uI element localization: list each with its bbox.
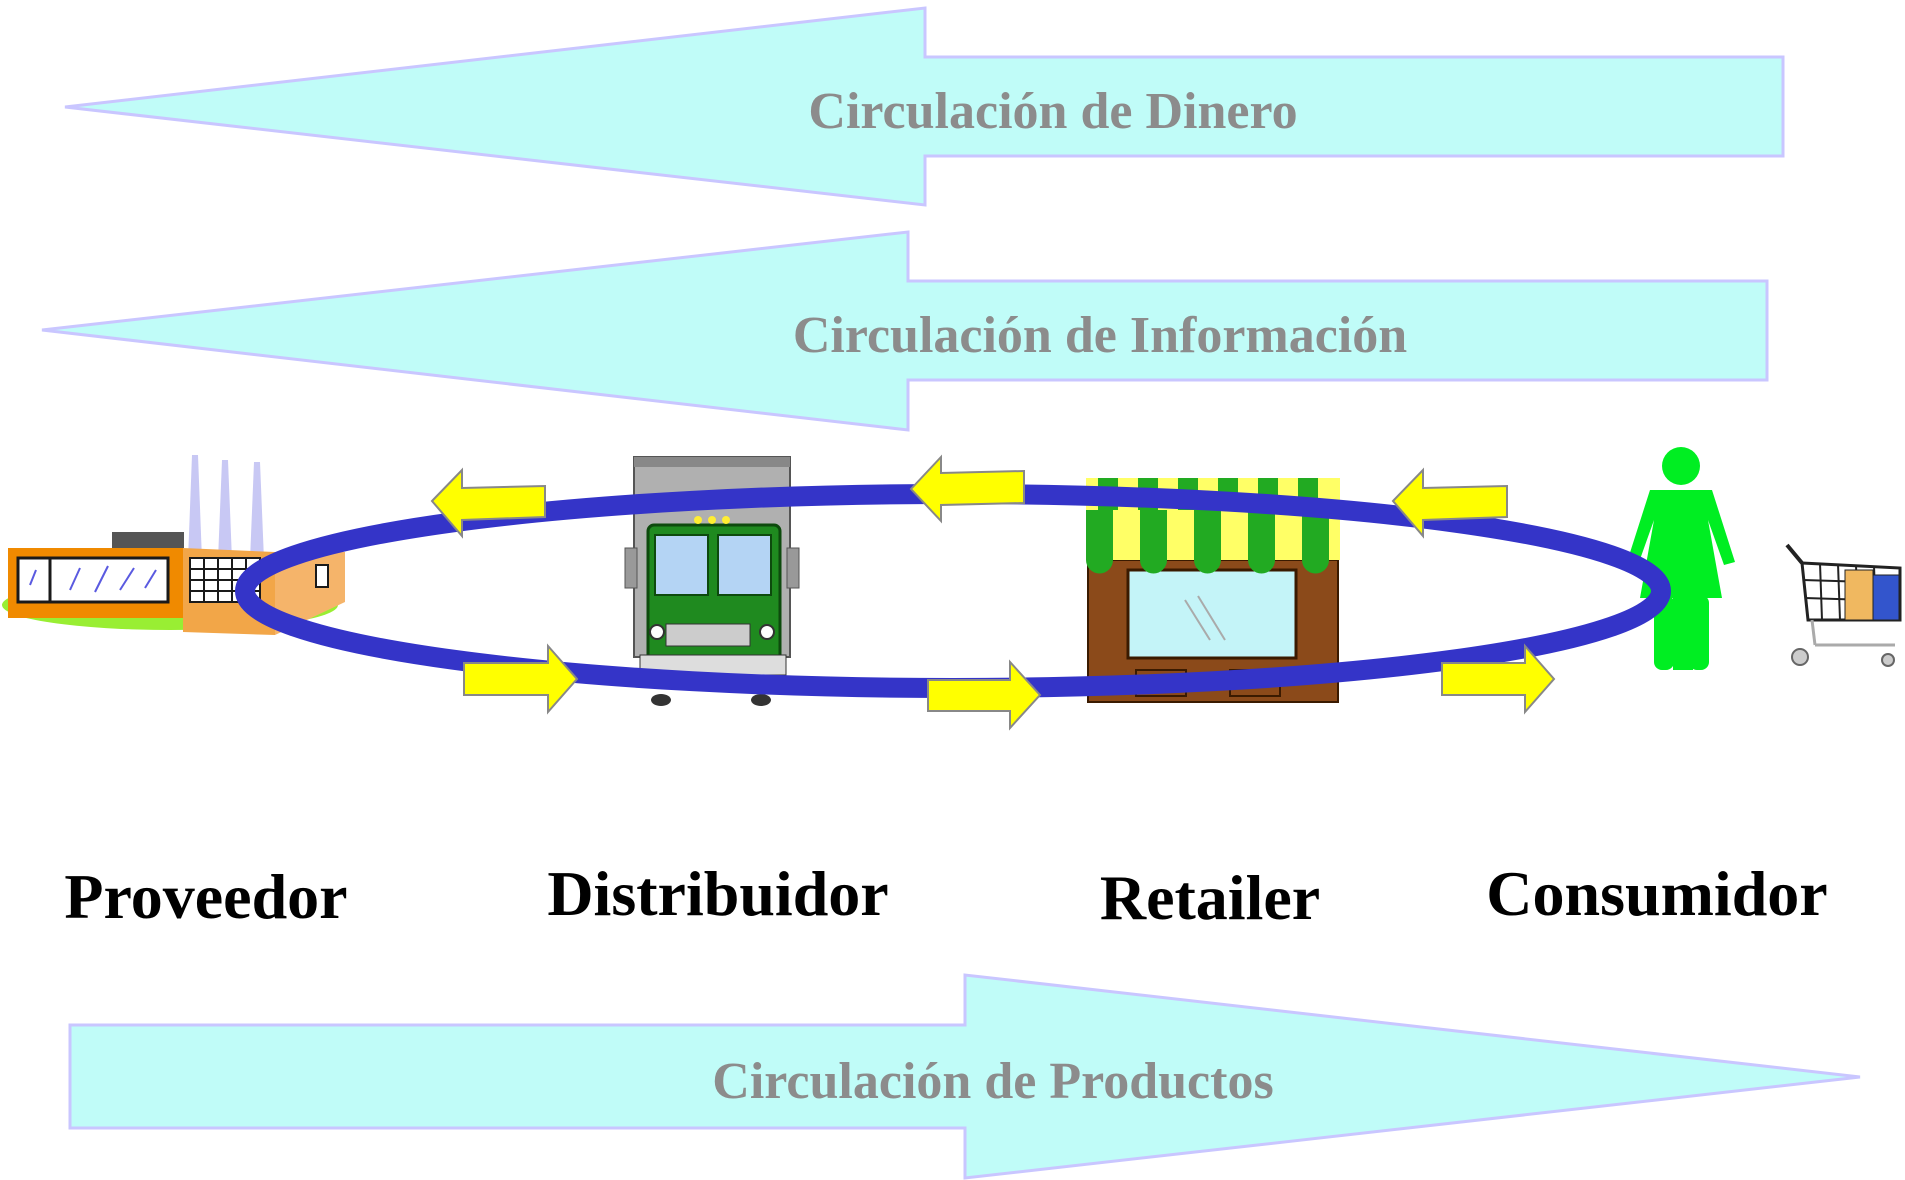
- shopping-cart-icon: [1785, 543, 1902, 667]
- cycle-arrow-left-3: [1391, 467, 1508, 539]
- information-flow-arrow: Circulación de Información: [41, 230, 1769, 432]
- products-flow-label: Circulación de Productos: [712, 1053, 1273, 1110]
- consumer-label: Consumidor: [1486, 858, 1827, 929]
- retailer-label: Retailer: [1100, 862, 1320, 933]
- money-flow-label: Circulación de Dinero: [808, 83, 1297, 140]
- upper-left-arrows: [430, 454, 1508, 539]
- products-flow-arrow: Circulación de Productos: [68, 973, 1861, 1180]
- cycle-arrow-right-3: [1441, 643, 1556, 715]
- supplier-label: Proveedor: [64, 861, 347, 932]
- factory-icon: [2, 455, 345, 635]
- information-flow-label: Circulación de Información: [793, 307, 1407, 364]
- person-icon: [1627, 447, 1735, 670]
- truck-icon: [624, 456, 800, 706]
- distributor-label: Distribuidor: [547, 858, 888, 929]
- cycle-arrow-right-1: [463, 643, 579, 715]
- cycle-arrow-right-2: [927, 659, 1042, 731]
- cycle-arrow-left-2: [909, 454, 1025, 524]
- money-flow-arrow: Circulación de Dinero: [64, 6, 1785, 207]
- cycle-arrow-left-1: [430, 467, 546, 539]
- lower-right-arrows: [463, 643, 1556, 731]
